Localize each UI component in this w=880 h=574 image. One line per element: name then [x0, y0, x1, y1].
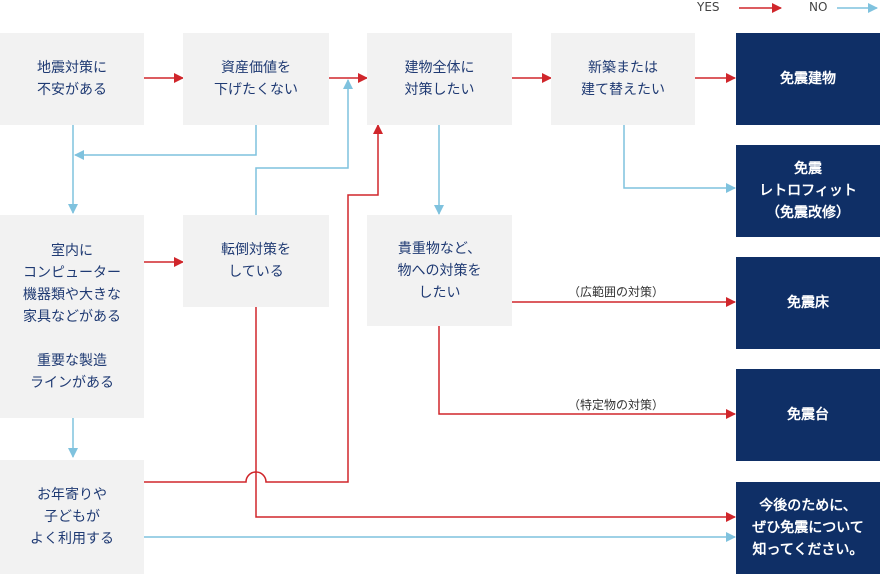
- result-menshin-yuka: 免震床: [736, 257, 880, 349]
- question-line: 重要な製造: [37, 352, 107, 369]
- question-line: 子どもが: [44, 509, 100, 525]
- result-line: ぜひ免震について: [752, 520, 864, 536]
- question-line: 建て替えたい: [581, 82, 665, 98]
- question-line: 家具などがある: [23, 308, 121, 325]
- arrow-tento-yes: [255, 307, 736, 522]
- question-shitsunai-kiki: 室内に コンピューター 機器類や大きな 家具などがある 重要な製造 ラインがある: [0, 215, 144, 418]
- question-line: お年寄りや: [37, 487, 107, 503]
- question-line: コンピューター: [23, 264, 121, 281]
- result-line: 免震台: [787, 407, 829, 423]
- question-line: 資産価値を: [221, 60, 291, 76]
- arrow-kichou-tokutei: [438, 326, 736, 419]
- result-line: 免震床: [787, 295, 829, 311]
- question-line: 貴重物など、: [397, 240, 482, 257]
- result-line: 免震: [794, 161, 822, 177]
- arrow-shinchiku-no: [623, 125, 736, 193]
- question-line: 地震対策に: [37, 60, 107, 76]
- question-line: したい: [418, 284, 461, 301]
- arrow-shisan-no: [74, 125, 257, 160]
- result-line: 免震建物: [780, 71, 836, 87]
- result-menshin-retrofit: 免震 レトロフィット （免震改修）: [736, 145, 880, 237]
- question-line: 転倒対策を: [221, 242, 291, 258]
- question-line: よく利用する: [30, 531, 114, 547]
- question-line: 室内に: [51, 242, 93, 259]
- arrow-otoshiyori-yes: [144, 124, 383, 483]
- question-shinchiku: 新築または 建て替えたい: [551, 33, 695, 125]
- question-line: ラインがある: [30, 374, 114, 391]
- note-tokutei-taisaku: （特定物の対策）: [568, 398, 665, 412]
- question-line: 物への対策を: [397, 262, 482, 279]
- question-line: 新築または: [588, 60, 658, 76]
- result-menshin-dai: 免震台: [736, 369, 880, 461]
- result-kongo-menshin: 今後のために、 ぜひ免震について 知ってください。: [736, 482, 880, 574]
- legend-yes-label: YES: [697, 0, 720, 14]
- result-menshin-tatemono: 免震建物: [736, 33, 880, 125]
- question-kichoubutsu: 貴重物など、 物への対策を したい: [367, 215, 512, 326]
- result-line: （免震改修）: [766, 205, 850, 221]
- note-kouhanni-taisaku: （広範囲の対策）: [568, 285, 665, 299]
- question-line: している: [228, 264, 284, 280]
- question-line: 下げたくない: [214, 82, 298, 98]
- result-line: 今後のために、: [759, 498, 857, 514]
- question-jishin-taisaku: 地震対策に 不安がある: [0, 33, 144, 125]
- question-line: 不安がある: [37, 82, 107, 98]
- arrow-tento-no: [255, 79, 353, 215]
- question-otoshiyori: お年寄りや 子どもが よく利用する: [0, 460, 144, 574]
- legend-no-label: NO: [809, 0, 828, 14]
- result-line: 知ってください。: [752, 542, 864, 558]
- question-tatemono-zentai: 建物全体に 対策したい: [367, 33, 512, 125]
- question-line: 機器類や大きな: [23, 286, 121, 303]
- question-tento-taisaku: 転倒対策を している: [183, 215, 329, 307]
- question-line: 建物全体に: [404, 60, 475, 76]
- result-line: レトロフィット: [759, 183, 857, 199]
- question-line: 対策したい: [404, 82, 475, 98]
- question-shisan-kachi: 資産価値を 下げたくない: [183, 33, 329, 125]
